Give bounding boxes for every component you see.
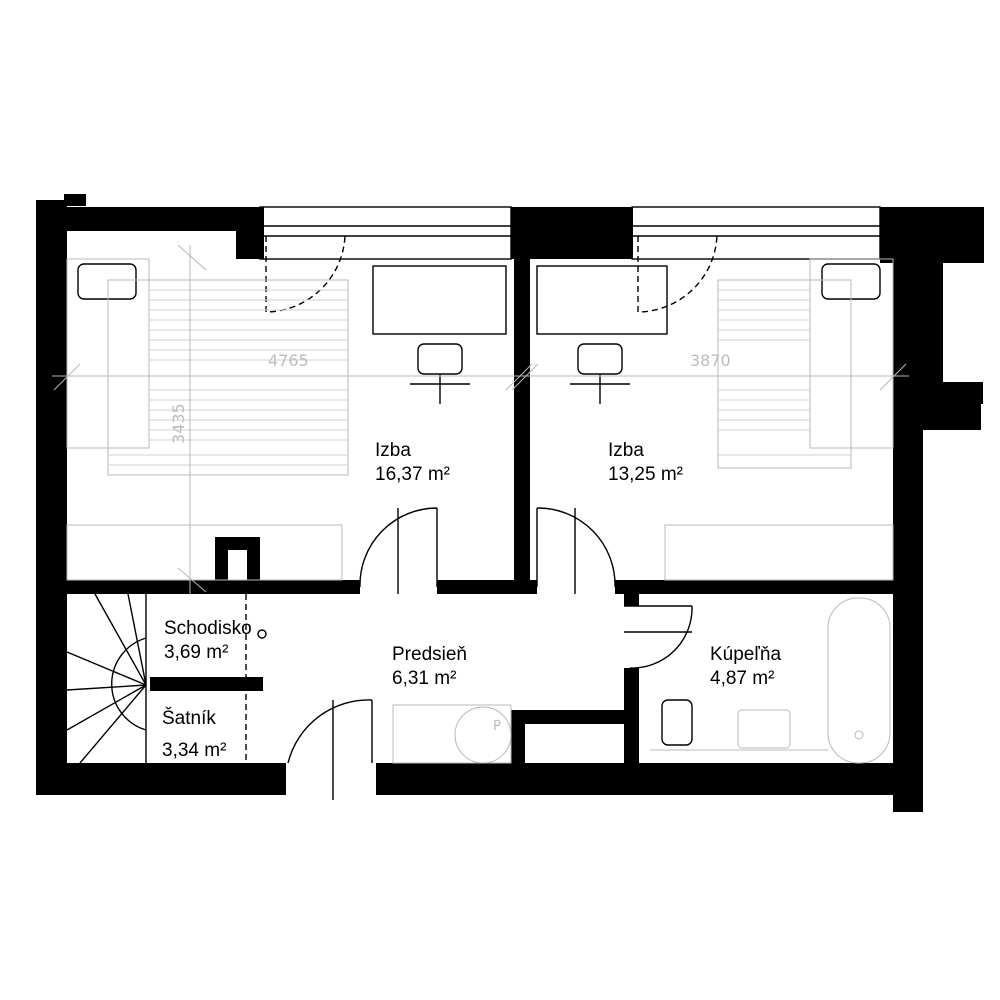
wall-bath-bottom [511,710,639,724]
chair-right [577,343,623,375]
wall-right-upper [893,207,943,382]
boiler-mark: P [493,719,501,734]
furniture [66,258,894,764]
dimension-lines [52,244,909,595]
bathtub [827,597,891,764]
chair-left [417,343,463,375]
stairs [66,593,267,764]
room-area-izba-left: 16,37 m² [375,464,450,485]
door-bathroom [629,605,693,669]
desk-left [372,265,507,335]
wall-top-left [36,207,260,231]
window-right [631,206,881,260]
room-name-satnik: Šatník [162,707,216,729]
sofa-right [664,524,894,581]
rug-left [107,279,349,476]
room-name-izba-right: Izba [608,440,644,461]
wall-h-right [615,580,893,594]
room-area-kupelna: 4,87 m² [710,668,774,689]
room-area-izba-right: 13,25 m² [608,464,683,485]
window-right-swing [637,235,718,313]
wall-stair-divider [150,677,263,691]
door-entry [287,699,373,764]
wall-partition-rooms [514,259,530,594]
window-left-swing [265,235,346,313]
wall-bath-left-top [624,594,639,606]
room-name-izba-left: Izba [375,440,411,461]
dim-left-depth: 3435 [169,403,188,444]
desk-right [536,265,668,335]
wall-right [893,404,923,812]
room-area-schodisko: 3,69 m² [164,642,228,663]
door-left-room [359,507,438,588]
cabinet-hall [392,704,512,764]
wall-bath-stub [511,710,525,765]
rug-right [717,279,852,469]
wall-chimney-top [64,194,86,206]
wall-bottom-left [36,763,286,795]
boiler [454,706,512,764]
pillow-left [77,263,137,300]
walls [36,194,984,812]
wall-left [36,200,67,795]
room-area-satnik: 3,34 m² [162,740,226,761]
windows [259,206,881,313]
window-left [259,206,512,260]
wall-h-middle [437,580,537,594]
door-right-room [536,507,616,588]
wall-h-left [67,580,360,594]
doors [287,507,693,800]
wall-top-middle-block [511,207,633,259]
toilet [661,699,693,746]
dim-left-width: 4765 [268,351,309,370]
room-area-predsien: 6,31 m² [392,668,456,689]
dim-right-width: 3870 [690,351,731,370]
room-name-schodisko: Schodisko [164,618,252,639]
sofa-left [66,524,343,581]
room-name-kupelna: Kúpeľňa [710,644,781,665]
room-name-predsien: Predsieň [392,644,467,665]
wall-bottom-right [376,763,923,795]
washbasin [737,709,791,749]
